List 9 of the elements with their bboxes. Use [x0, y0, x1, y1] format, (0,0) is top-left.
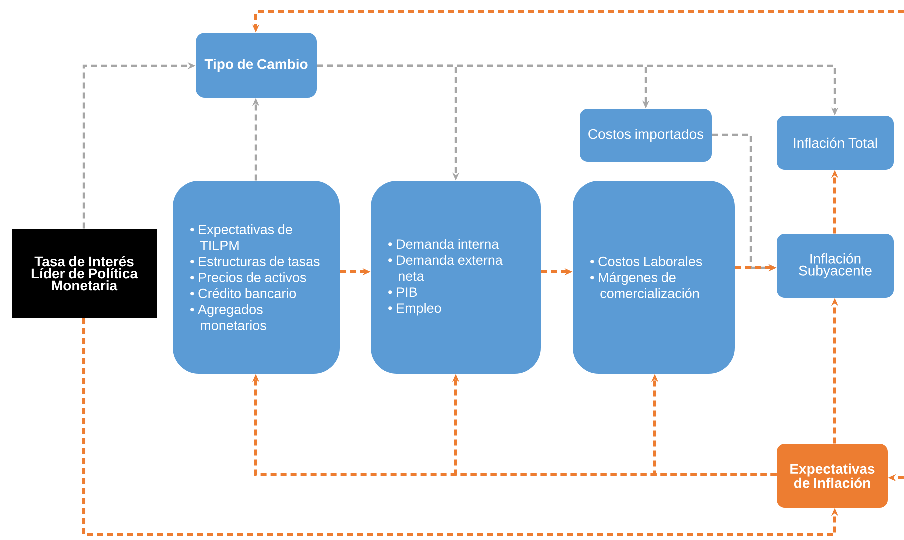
bullet-list-box: • Costos Laborales • Márgenes de comercialización: [573, 181, 735, 374]
expectations-box: Expectativas de Inflación: [777, 444, 888, 508]
bullet-list-box: • Expectativas de TILPM • Estructuras de tasas • Precios de activos • Crédito bancario • Agregados monetarios: [173, 181, 340, 374]
policy-rate-box: Tasa de Interés Líder de Política Monetaria: [12, 228, 157, 318]
process-box: Tipo de Cambio: [196, 33, 317, 98]
bullet-list-box: • Demanda interna • Demanda externa neta • PIB • Empleo: [371, 181, 541, 374]
process-box: Inflación Total: [777, 116, 894, 170]
process-box: Inflación Subyacente: [777, 234, 894, 298]
process-box: Costos importados: [580, 109, 712, 162]
